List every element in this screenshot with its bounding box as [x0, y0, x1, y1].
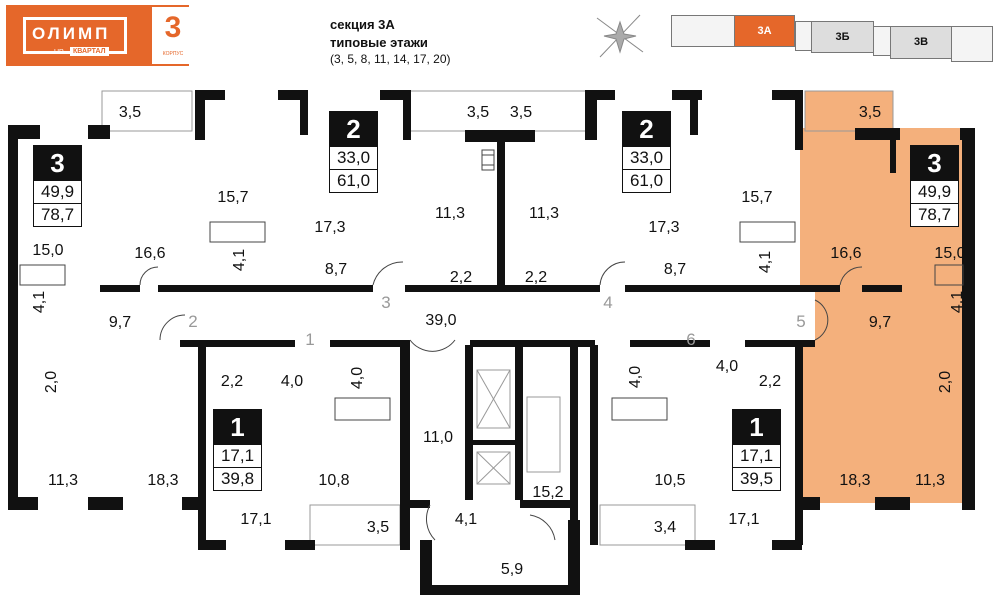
living-area: 17,1: [733, 444, 780, 467]
room-area: 3,5: [118, 104, 142, 121]
door-number: 1: [305, 330, 315, 349]
section-floors: (3, 5, 8, 11, 14, 17, 20): [330, 52, 451, 66]
living-area: 33,0: [330, 146, 377, 169]
room-count: 3: [911, 146, 958, 180]
door-number: 5: [796, 312, 806, 331]
minimap-block: [671, 15, 735, 47]
room-area: 3,5: [366, 519, 390, 536]
room-area: 3,5: [858, 104, 882, 121]
room-count: 1: [214, 410, 261, 444]
utility-area: 4,1: [454, 511, 478, 528]
room-area: 18,3: [147, 472, 179, 489]
room-area: 4,0: [280, 373, 304, 390]
room-area: 16,6: [134, 245, 166, 262]
room-area: 4,0: [349, 366, 366, 390]
door-number: 2: [188, 312, 198, 331]
room-area: 15,7: [217, 189, 249, 206]
total-area: 61,0: [623, 169, 670, 192]
room-count: 2: [623, 112, 670, 146]
room-area: 2,2: [220, 373, 244, 390]
room-area: 4,1: [949, 290, 966, 314]
room-area: 18,3: [839, 472, 871, 489]
room-area: 4,0: [627, 365, 644, 389]
room-area: 8,7: [324, 261, 348, 278]
apartment-badge[interactable]: 1 17,1 39,5: [732, 409, 781, 491]
korpus-box: 3 КОРПУС: [152, 7, 194, 64]
korpus-label: КОРПУС: [162, 51, 184, 57]
apartment-badge[interactable]: 1 17,1 39,8: [213, 409, 262, 491]
olimp-logo: ОЛИМП UP КВАРТАЛ 3 КОРПУС: [6, 5, 194, 66]
door-number: 3: [381, 293, 391, 312]
living-area: 49,9: [911, 180, 958, 203]
room-count: 2: [330, 112, 377, 146]
apartment-badge[interactable]: 2 33,0 61,0: [329, 111, 378, 193]
room-area: 11,3: [48, 472, 78, 489]
living-area: 49,9: [34, 180, 81, 203]
logo-name: ОЛИМП: [32, 24, 111, 43]
room-area: 2,2: [758, 373, 782, 390]
room-area: 4,1: [757, 250, 774, 274]
room-area: 11,3: [915, 472, 945, 489]
room-area: 15,7: [741, 189, 773, 206]
minimap-section-3a[interactable]: 3А: [734, 15, 795, 47]
room-area: 10,8: [318, 472, 350, 489]
corridor-area: 39,0: [425, 312, 457, 329]
room-area: 2,2: [449, 269, 473, 286]
stair-area: 15,2: [532, 484, 564, 501]
total-area: 78,7: [911, 203, 958, 226]
room-area: 15,0: [32, 242, 64, 259]
apartment-badge[interactable]: 2 33,0 61,0: [622, 111, 671, 193]
room-area: 17,3: [314, 219, 346, 236]
korpus-number: 3: [164, 11, 182, 44]
room-area: 4,1: [31, 290, 48, 314]
room-area: 4,0: [715, 358, 739, 375]
vestibule-area: 5,9: [500, 561, 524, 578]
apartment-badge[interactable]: 3 49,9 78,7: [33, 145, 82, 227]
room-area: 2,2: [524, 269, 548, 286]
total-area: 61,0: [330, 169, 377, 192]
room-area: 3,5: [466, 104, 490, 121]
logo-up: UP: [54, 49, 64, 56]
room-area: 9,7: [868, 314, 892, 331]
section-floor-type: типовые этажи: [330, 35, 428, 50]
room-area: 4,1: [231, 248, 248, 272]
room-area: 2,0: [937, 370, 954, 394]
living-area: 33,0: [623, 146, 670, 169]
door-number: 6: [686, 330, 696, 349]
room-area: 10,5: [654, 472, 686, 489]
room-area: 17,3: [648, 219, 680, 236]
minimap-section-3v[interactable]: 3В: [890, 26, 952, 59]
room-count: 1: [733, 410, 780, 444]
room-area: 3,5: [509, 104, 533, 121]
minimap-block: [951, 26, 993, 62]
section-title: секция 3А типовые этажи: [330, 16, 428, 52]
room-area: 3,4: [653, 519, 677, 536]
apartment-badge[interactable]: 3 49,9 78,7: [910, 145, 959, 227]
room-area: 8,7: [663, 261, 687, 278]
lobby-area: 11,0: [423, 429, 453, 446]
room-area: 2,0: [43, 370, 60, 394]
total-area: 39,5: [733, 467, 780, 490]
total-area: 39,8: [214, 467, 261, 490]
room-count: 3: [34, 146, 81, 180]
room-area: 17,1: [240, 511, 272, 528]
door-number: 4: [603, 293, 613, 312]
room-area: 11,3: [529, 205, 559, 222]
room-area: 16,6: [830, 245, 862, 262]
logo-kvartal: КВАРТАЛ: [70, 47, 109, 56]
room-area: 9,7: [108, 314, 132, 331]
room-area: 11,3: [435, 205, 465, 222]
room-area: 15,0: [934, 245, 966, 262]
section-name: секция 3А: [330, 17, 395, 32]
living-area: 17,1: [214, 444, 261, 467]
minimap-section-3b[interactable]: 3Б: [811, 21, 874, 53]
room-area: 17,1: [728, 511, 760, 528]
total-area: 78,7: [34, 203, 81, 226]
